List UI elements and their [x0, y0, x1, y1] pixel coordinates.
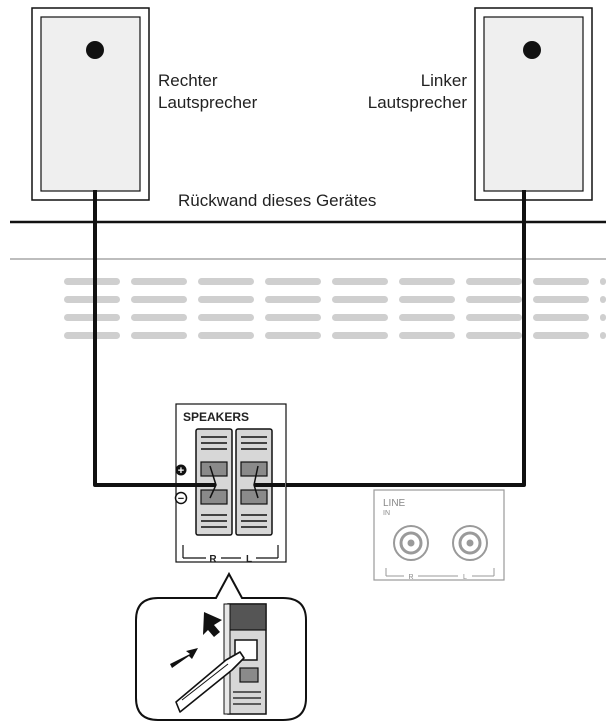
terminal-label-r: R — [209, 554, 217, 565]
vent-slot — [466, 332, 522, 339]
terminal-r — [195, 428, 233, 536]
vent-slot — [198, 278, 254, 285]
vent-slot — [198, 332, 254, 339]
vent-slot — [265, 332, 321, 339]
vent-slot — [64, 332, 120, 339]
vent-slot — [399, 278, 455, 285]
line-in-panel: LINE IN R L — [373, 489, 505, 581]
line-in-title: LINE — [383, 498, 406, 509]
vent-slot — [399, 296, 455, 303]
vent-slot — [466, 278, 522, 285]
line-in-jack-l — [452, 525, 488, 561]
vent-slot — [332, 332, 388, 339]
vent-slot — [131, 278, 187, 285]
vent-slot — [265, 296, 321, 303]
vent-slot — [131, 296, 187, 303]
line-in-jack-r — [393, 525, 429, 561]
vent-slot — [533, 296, 589, 303]
vent-slot — [600, 314, 606, 321]
line-in-label-l: L — [463, 574, 467, 581]
minus-symbol: − — [178, 493, 184, 505]
vent-slot — [466, 296, 522, 303]
speakers-terminal-title: SPEAKERS — [183, 410, 249, 424]
line-in-sub: IN — [383, 510, 390, 517]
right-speaker-wire — [93, 190, 168, 487]
vent-slot — [332, 278, 388, 285]
minus-marker — [174, 491, 188, 505]
left-speaker-wire — [285, 190, 526, 487]
right-speaker-label-line1: Rechter — [158, 71, 218, 90]
vent-slot — [533, 278, 589, 285]
vent-slot — [198, 296, 254, 303]
callout-closeup — [135, 571, 307, 721]
left-speaker-label-line1: Linker — [421, 71, 468, 90]
vent-slot — [64, 296, 120, 303]
vent-slot — [466, 314, 522, 321]
speaker-terminal-block: SPEAKERS — [168, 403, 287, 565]
right-speaker-driver — [86, 41, 104, 59]
insert-arrow-icon — [170, 648, 198, 668]
plus-marker — [175, 464, 187, 476]
vent-slot — [265, 314, 321, 321]
vent-slot — [600, 278, 606, 285]
vent-slot — [265, 278, 321, 285]
vent-slot — [600, 296, 606, 303]
wire-closeup — [175, 651, 245, 713]
ventilation-slots — [64, 278, 606, 339]
vent-slot — [399, 314, 455, 321]
vent-slot — [131, 332, 187, 339]
vent-slot — [131, 314, 187, 321]
vent-slot — [332, 314, 388, 321]
left-speaker — [474, 7, 593, 201]
line-in-label-r: R — [408, 574, 413, 581]
vent-slot — [399, 332, 455, 339]
vent-slot — [64, 314, 120, 321]
right-speaker-label-line2: Lautsprecher — [158, 93, 258, 112]
rear-panel-label: Rückwand dieses Gerätes — [178, 191, 376, 210]
vent-slot — [533, 332, 589, 339]
vent-slot — [64, 278, 120, 285]
plus-symbol: + — [178, 465, 184, 477]
terminal-label-l: L — [246, 554, 252, 565]
vent-slot — [533, 314, 589, 321]
vent-slot — [332, 296, 388, 303]
vent-slot — [198, 314, 254, 321]
left-speaker-driver — [523, 41, 541, 59]
right-speaker — [31, 7, 150, 201]
left-speaker-label-line2: Lautsprecher — [368, 93, 468, 112]
push-arrow-icon — [203, 612, 222, 637]
vent-slot — [600, 332, 606, 339]
